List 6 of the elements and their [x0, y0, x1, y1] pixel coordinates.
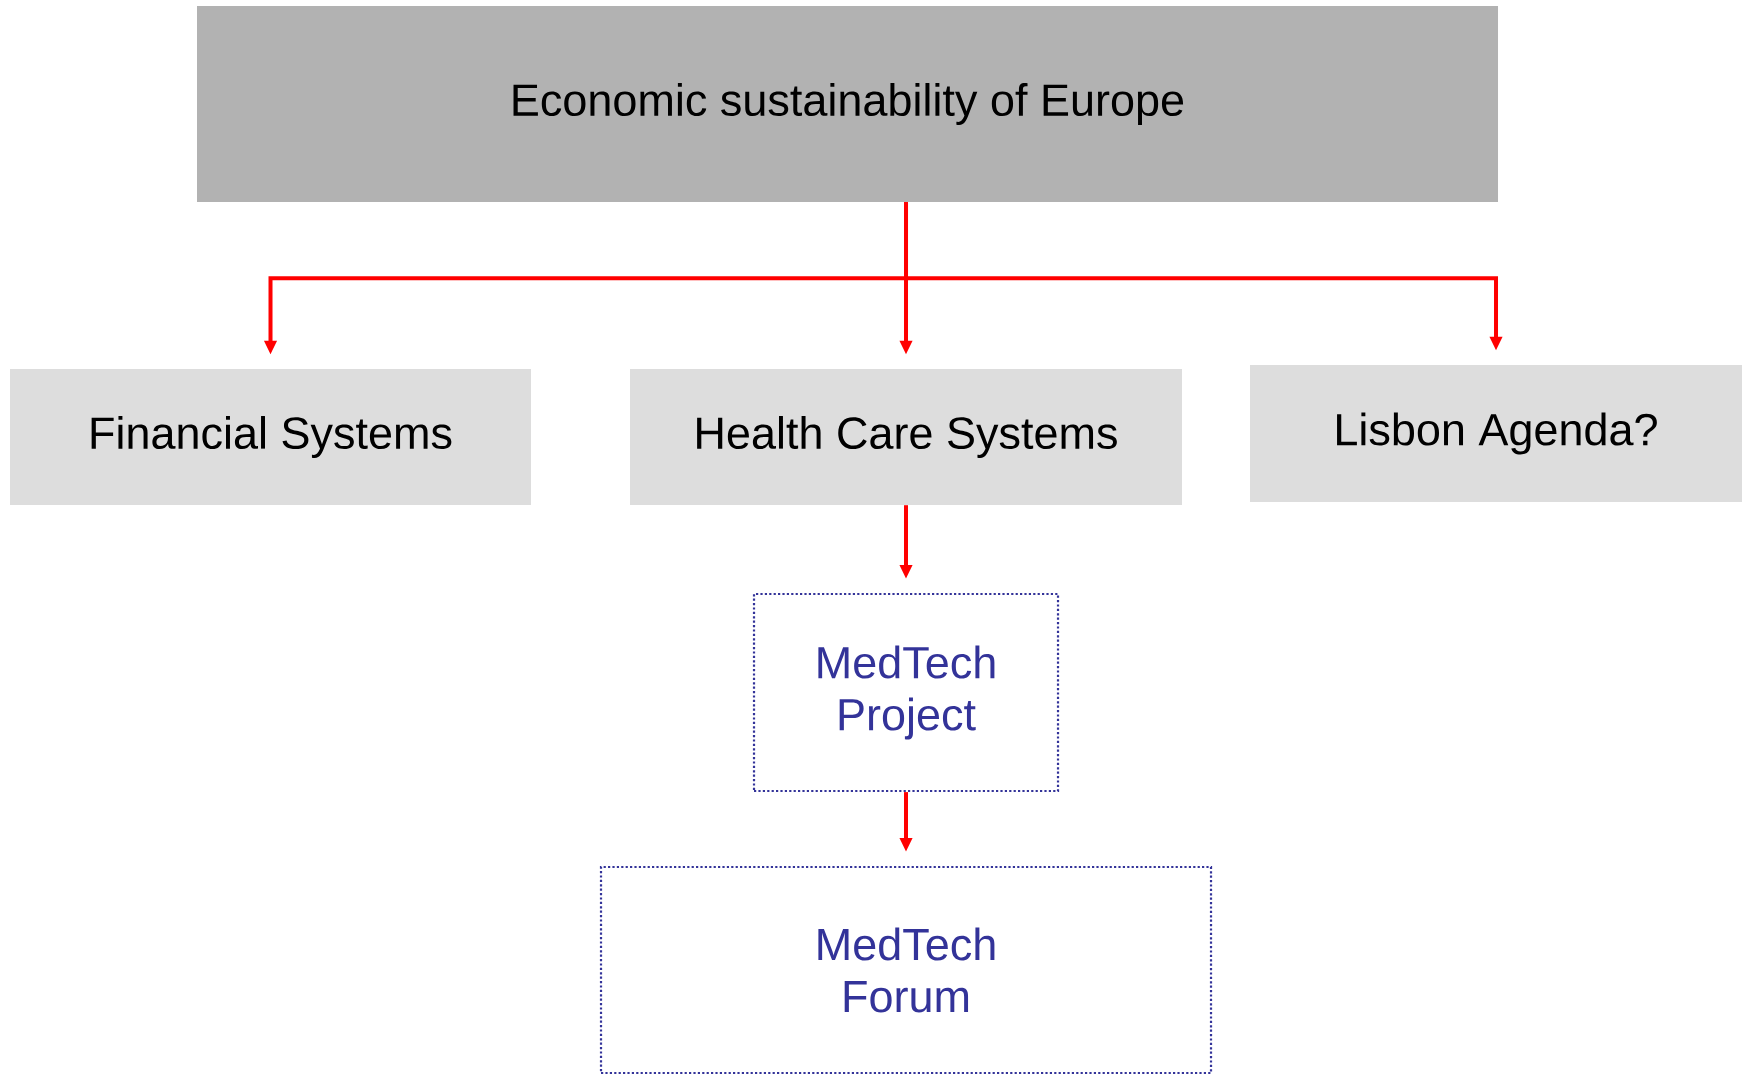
category-box: Lisbon Agenda?: [1250, 365, 1742, 502]
project-box: MedTech Forum: [599, 865, 1213, 1075]
project-box: MedTech Project: [752, 592, 1060, 793]
category-box: Financial Systems: [10, 369, 531, 505]
header-box: Economic sustainability of Europe: [197, 6, 1498, 202]
category-box: Health Care Systems: [630, 369, 1182, 505]
